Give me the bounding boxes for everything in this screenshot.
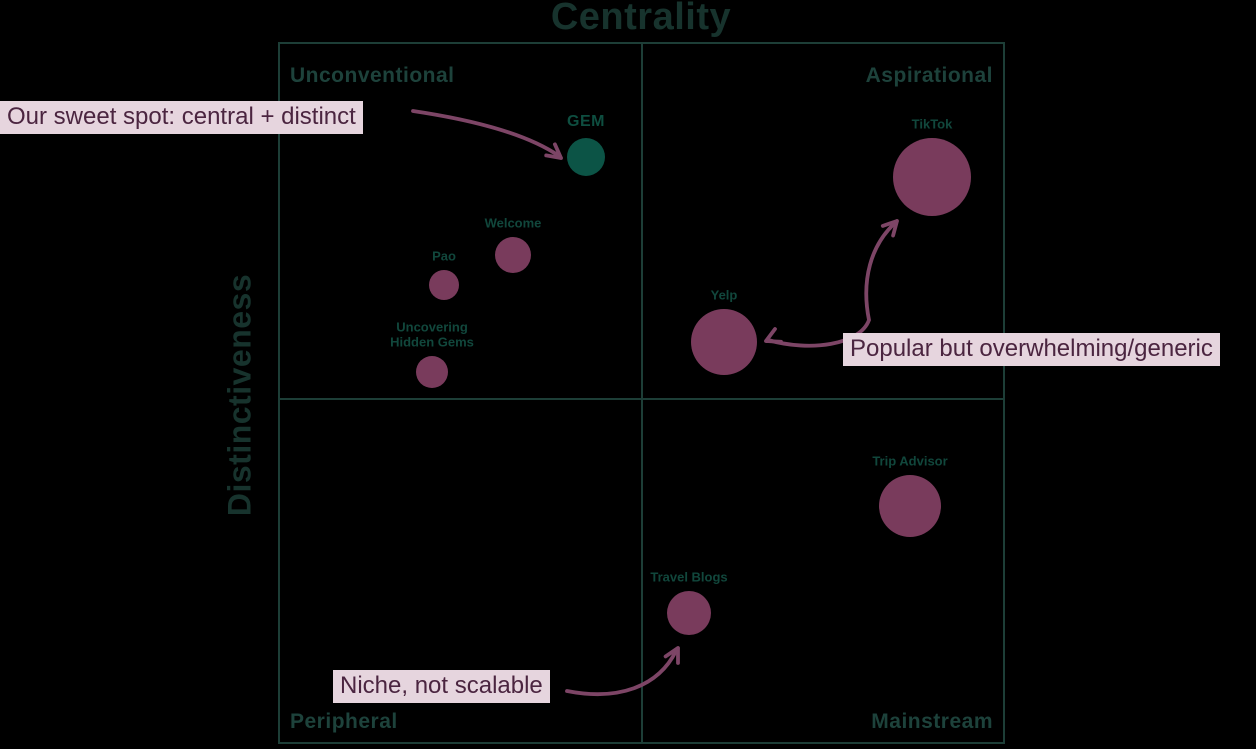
bubble-label-uncovering-hidden-gems: Uncovering Hidden Gems: [390, 319, 474, 350]
x-axis-title-centrality: Centrality: [550, 0, 732, 38]
chart-frame: Unconventional Aspirational Peripheral M…: [278, 42, 1005, 744]
bubble-label-trip-advisor: Trip Advisor: [872, 453, 948, 469]
quadrant-label-mainstream: Mainstream: [871, 710, 993, 733]
annotation-popular: Popular but overwhelming/generic: [843, 333, 1220, 367]
bubble-label-tiktok: TikTok: [911, 116, 953, 132]
quadrant-label-unconventional: Unconventional: [290, 64, 455, 87]
bubble-label-welcome: Welcome: [484, 215, 542, 231]
y-axis-label-distinctiveness: Distinctiveness: [221, 273, 258, 517]
annotation-niche: Niche, not scalable: [333, 670, 550, 704]
quadrant-label-aspirational: Aspirational: [865, 64, 993, 87]
annotation-sweet-spot: Our sweet spot: central + distinct: [0, 101, 363, 135]
vertical-divider: [641, 44, 643, 742]
bubble-label-yelp: Yelp: [710, 287, 738, 303]
bubble-label-gem: GEM: [567, 113, 605, 131]
quadrant-label-peripheral: Peripheral: [290, 710, 398, 733]
bubble-label-travel-blogs: Travel Blogs: [650, 569, 728, 585]
horizontal-divider: [280, 398, 1003, 400]
bubble-label-pao: Pao: [432, 248, 456, 264]
